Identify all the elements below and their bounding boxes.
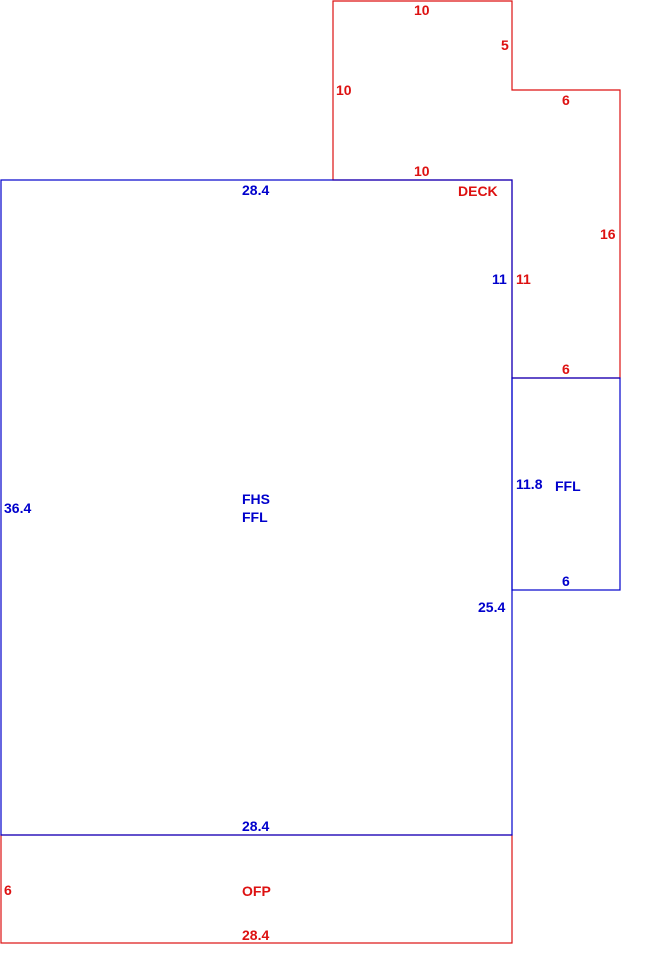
ffl-name: FFL: [555, 478, 581, 494]
fhs-dim-right-upper: 11: [492, 271, 507, 287]
fhs-dim-top: 28.4: [242, 182, 270, 198]
deck-dim-step-top: 6: [562, 92, 570, 108]
deck-dim-bottom-inner: 10: [414, 163, 430, 179]
deck-dim-inner-left: 11: [516, 271, 531, 287]
fhs-name: FHS: [242, 491, 270, 507]
deck-name: DECK: [458, 183, 498, 199]
fhs-dim-right-lower: 25.4: [478, 599, 506, 615]
fhs-dim-bottom: 28.4: [242, 818, 270, 834]
ffl-addition-outline: [511, 377, 621, 591]
ofp-dim-left: 6: [4, 882, 12, 898]
ofp-name: OFP: [242, 883, 271, 899]
deck-dim-step: 5: [501, 37, 509, 53]
deck-dim-upper-left: 10: [336, 82, 352, 98]
ffl-dim-bottom: 6: [562, 573, 570, 589]
fhs-name-ffl: FFL: [242, 509, 268, 525]
fhs-outline: [0, 179, 513, 836]
deck-dim-top: 10: [414, 2, 430, 18]
fhs-dim-left: 36.4: [4, 500, 32, 516]
deck-dim-right: 16: [600, 226, 616, 242]
ofp-dim-bottom: 28.4: [242, 927, 270, 943]
ffl-dim-left: 11.8: [516, 476, 543, 492]
deck-dim-bottom: 6: [562, 361, 570, 377]
